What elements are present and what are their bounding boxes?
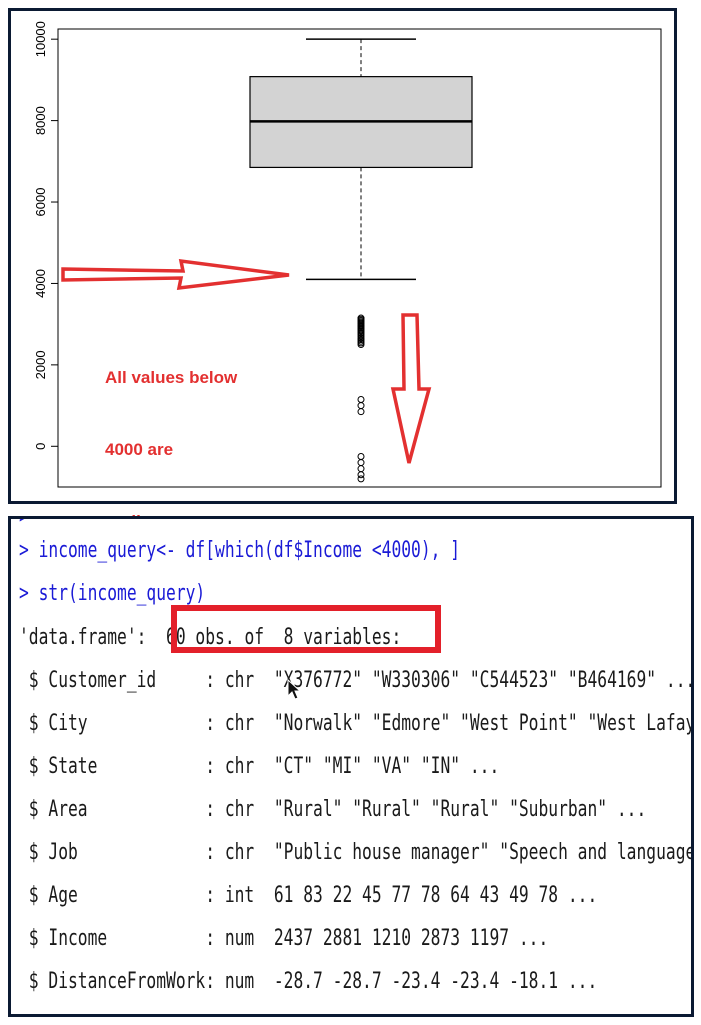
y-axis: 0 2000 4000 6000 8000 10000 [33,21,59,450]
annotation-line-1: All values below [105,368,238,387]
str-row-state: $ State : chr "CT" "MI" "VA" "IN" ... [19,754,500,779]
outlier-point [357,408,365,416]
str-row-city: $ City : chr "Norwalk" "Edmore" "West Po… [19,711,694,736]
dataframe-prefix: 'data.frame': [19,625,167,650]
annotation-line-2: 4000 are [105,440,174,459]
str-row-income: $ Income : num 2437 2881 1210 2873 1197 … [19,926,549,951]
outlier-point [357,452,365,460]
boxplot [249,38,473,281]
str-row-age: $ Age : int 61 83 22 45 77 78 64 43 49 7… [19,883,598,908]
y-tick-label: 8000 [33,106,48,135]
y-tick-label: 0 [33,443,48,450]
outlier-point [357,465,365,473]
outlier-point [357,341,365,349]
mouse-cursor-icon [287,679,302,700]
str-row-area: $ Area : chr "Rural" "Rural" "Rural" "Su… [19,797,647,822]
y-tick-label: 2000 [33,350,48,379]
outlier-point [357,395,365,403]
r-console-panel: > > income_query<- df[which(df$Income <4… [8,516,694,1017]
outlier-point [357,459,365,467]
console-fragment: > [19,516,39,529]
str-row-job: $ Job : chr "Public house manager" "Spee… [19,840,694,865]
str-row-customer-id: $ Customer_id : chr "X376772" "W330306" … [19,668,694,693]
console-command-1: > income_query<- df[which(df$Income <400… [19,538,461,563]
outliers [357,314,365,483]
dataframe-info: 60 obs. of 8 variables: [166,625,402,650]
y-tick-label: 4000 [33,269,48,298]
y-tick-label: 10000 [33,21,48,57]
boxplot-chart: 0 2000 4000 6000 8000 10000 [33,21,662,488]
y-tick-label: 6000 [33,188,48,217]
outlier-point [357,471,365,479]
dataframe-header: 'data.frame': 60 obs. of 8 variables: [19,626,401,650]
outlier-point [357,402,365,410]
down-arrow-icon [390,313,432,464]
str-row-distance: $ DistanceFromWork: num -28.7 -28.7 -23.… [19,969,598,994]
highlight-box [171,605,441,653]
outlier-point [357,475,365,483]
console-command-2: > str(income_query) [19,581,206,606]
right-arrow-icon [61,258,290,291]
